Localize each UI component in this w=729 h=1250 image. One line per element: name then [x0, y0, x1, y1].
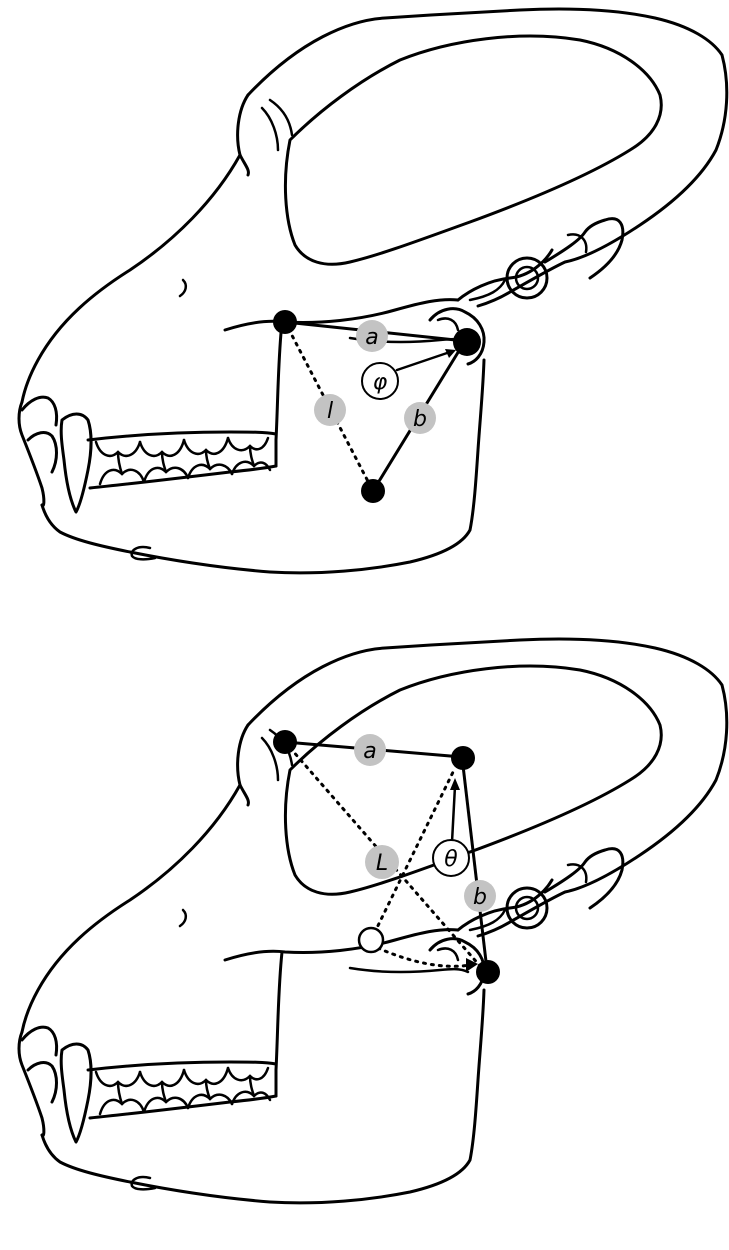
- bottom-angle-arrow: [452, 786, 455, 842]
- bottom-point-insertion: [476, 960, 500, 984]
- top-label-b: b: [404, 402, 436, 434]
- top-point-insertion: [361, 479, 385, 503]
- bottom-angle-arrowhead: [450, 778, 460, 790]
- top-panel: a φ l b: [19, 9, 727, 573]
- bottom-label-a: a: [354, 734, 386, 766]
- top-angle-arrow: [397, 352, 450, 370]
- svg-text:b: b: [473, 885, 487, 910]
- top-label-angle: φ: [362, 363, 398, 399]
- bottom-skull-outline: [19, 639, 727, 1203]
- svg-text:b: b: [413, 407, 427, 432]
- svg-text:l: l: [327, 399, 333, 424]
- bottom-label-angle: θ: [433, 840, 469, 876]
- svg-text:a: a: [365, 325, 378, 350]
- bottom-label-b: b: [464, 880, 496, 912]
- bottom-point-condyle: [451, 746, 475, 770]
- top-point-condyle: [453, 328, 481, 356]
- top-label-l: l: [314, 394, 346, 426]
- svg-text:L: L: [376, 851, 388, 876]
- bottom-point-original-insertion: [359, 928, 383, 952]
- svg-text:θ: θ: [444, 847, 458, 872]
- svg-text:a: a: [363, 739, 376, 764]
- bottom-point-anterior: [273, 730, 297, 754]
- svg-text:φ: φ: [373, 370, 388, 395]
- top-label-a: a: [356, 320, 388, 352]
- bottom-panel: a θ L b: [19, 639, 727, 1203]
- top-point-anterior: [273, 310, 297, 334]
- bottom-label-L: L: [365, 845, 399, 879]
